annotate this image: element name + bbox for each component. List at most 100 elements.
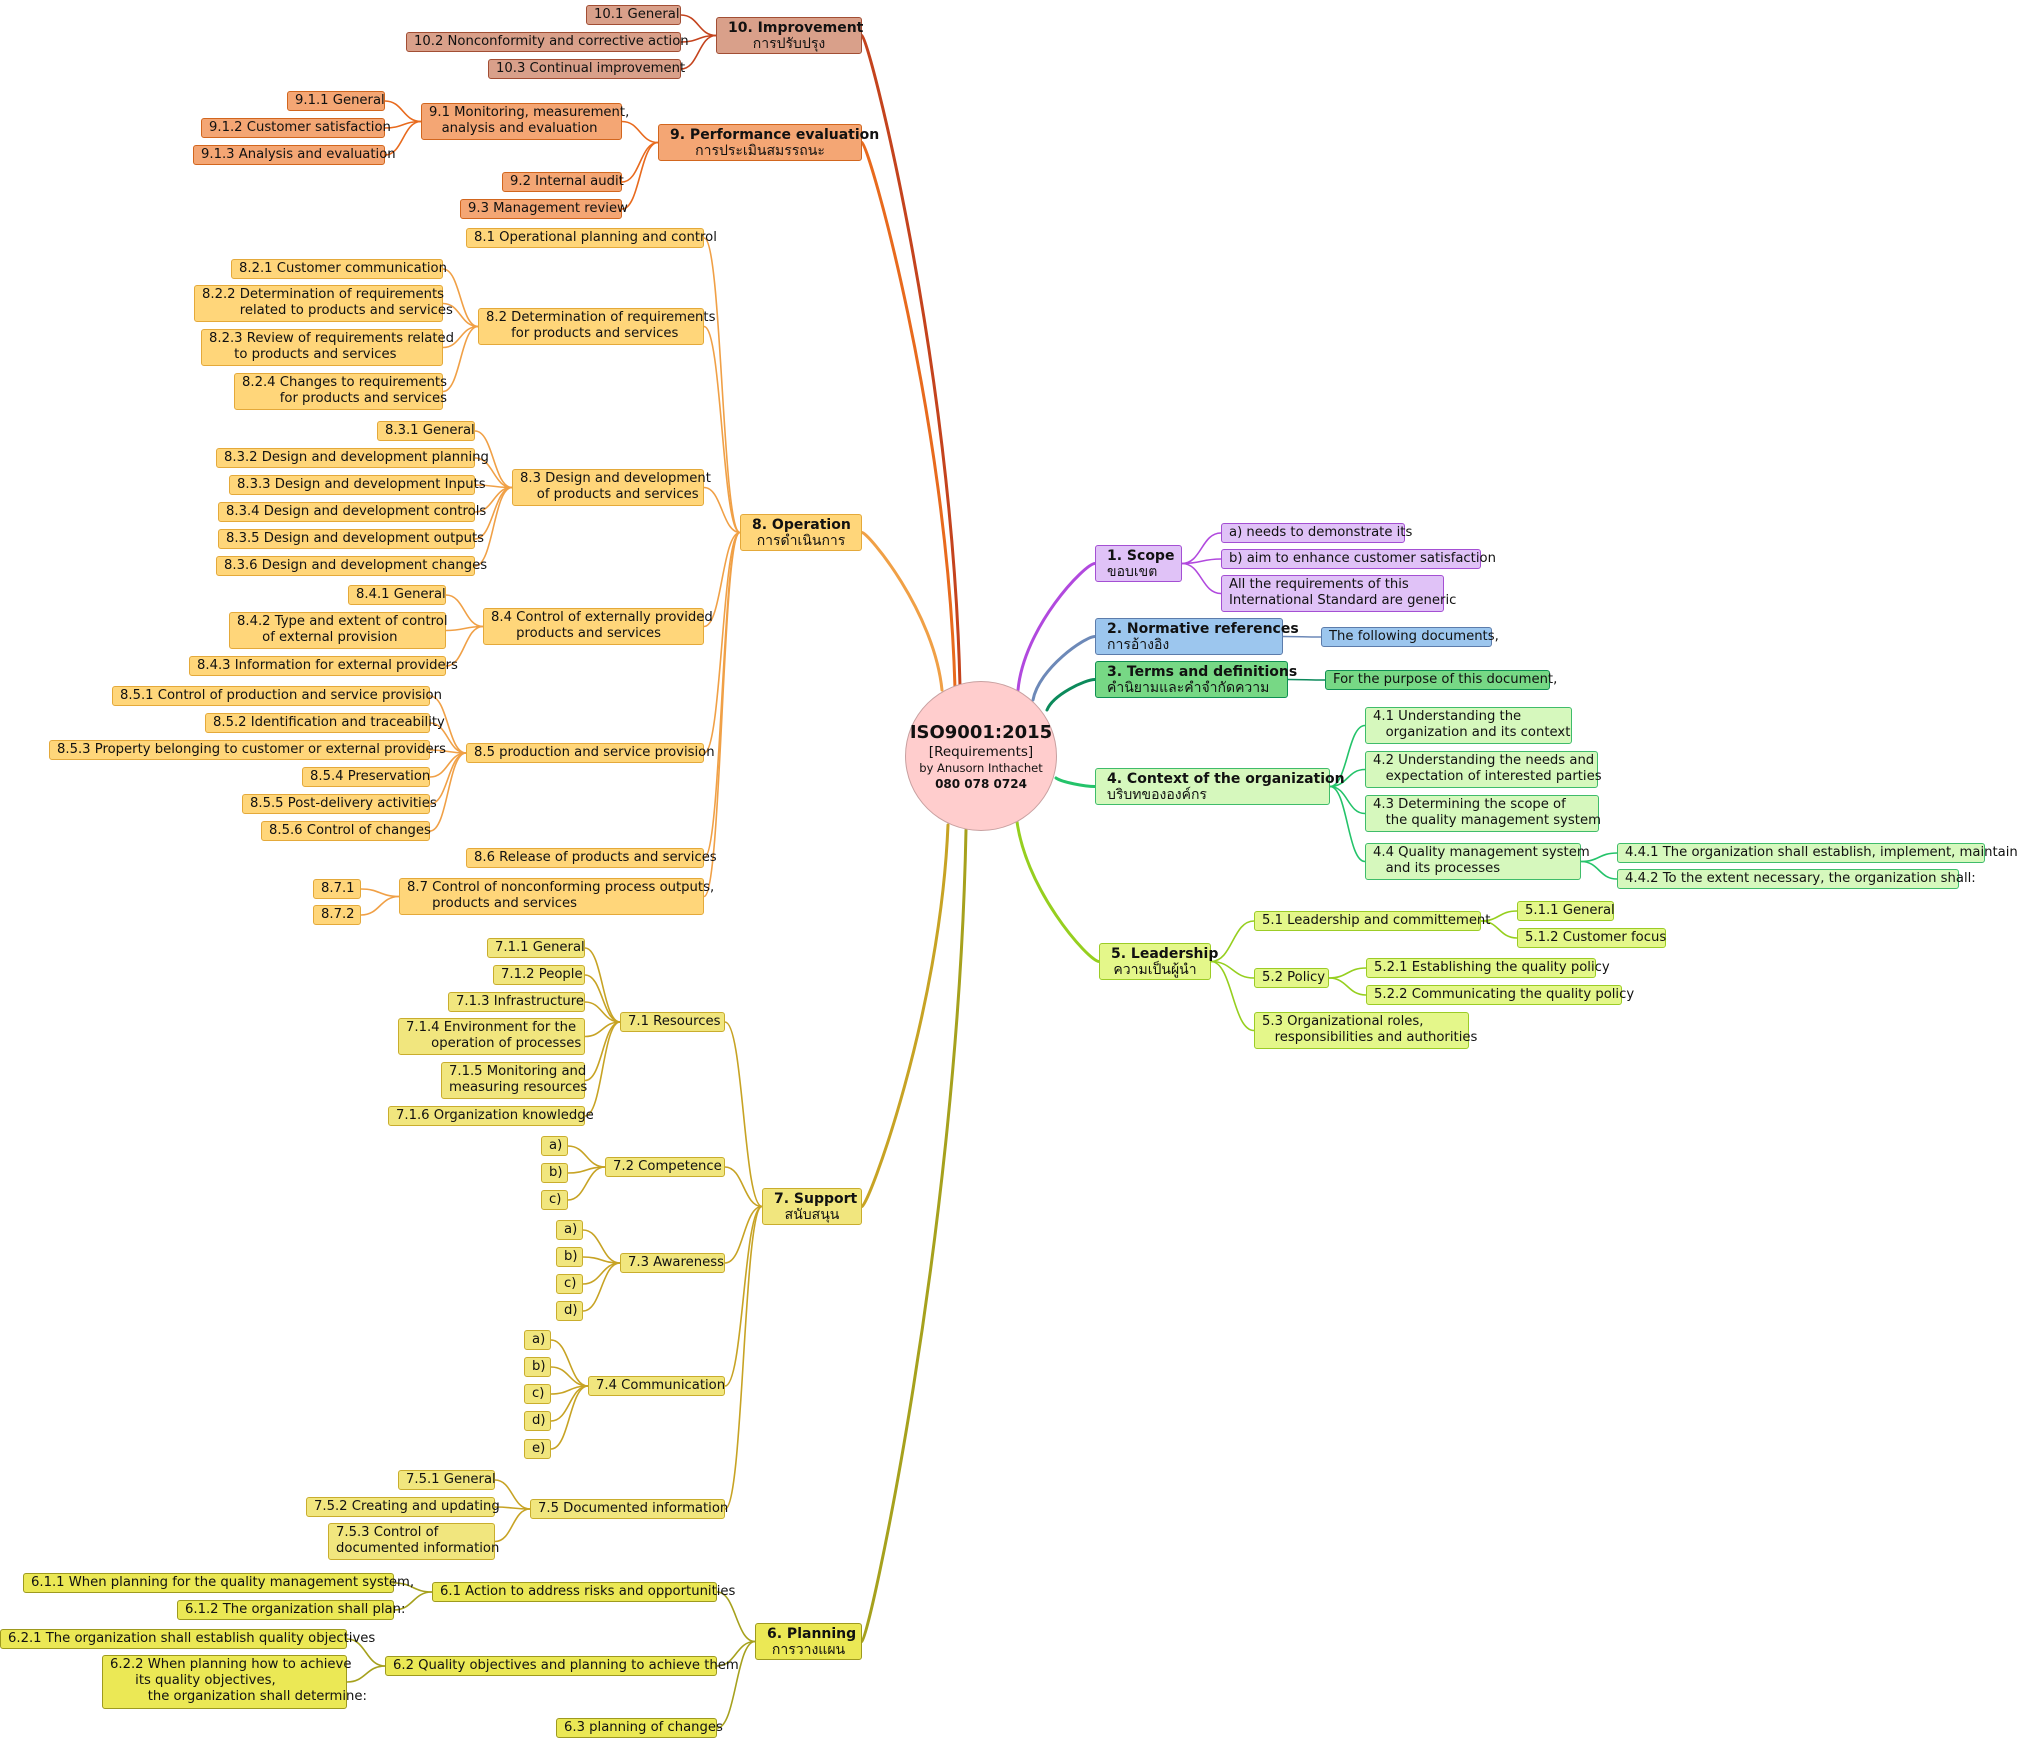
node-7-5-3[interactable]: 7.5.3 Control of documented information (328, 1523, 499, 1560)
node-7-5[interactable]: 7.5 Documented information (530, 1499, 728, 1519)
node-7-4-d[interactable]: d) (524, 1411, 551, 1431)
node-8-6[interactable]: 8.6 Release of products and services (466, 848, 717, 868)
node-8-7[interactable]: 8.7 Control of nonconforming process out… (399, 878, 714, 915)
node-8-5-3[interactable]: 8.5.3 Property belonging to customer or … (49, 740, 446, 760)
node-8-5-2[interactable]: 8.5.2 Identification and traceability (205, 713, 445, 733)
node-7-3-c[interactable]: c) (556, 1274, 583, 1294)
node-8-3-4[interactable]: 8.3.4 Design and development controls (218, 502, 486, 522)
node-8-4-1[interactable]: 8.4.1 General (348, 585, 446, 605)
node-4-1[interactable]: 4.1 Understanding the organization and i… (1365, 707, 1572, 744)
node-1-1[interactable]: a) needs to demonstrate its (1221, 523, 1412, 543)
node-5-1[interactable]: 5.1 Leadership and committement (1254, 911, 1490, 931)
node-6-1-2[interactable]: 6.1.2 The organization shall plan: (177, 1600, 405, 1620)
node-7-4[interactable]: 7.4 Communication (588, 1376, 725, 1396)
node-8-3-6[interactable]: 8.3.6 Design and development changes (216, 556, 487, 576)
node-9-3[interactable]: 9.3 Management review (460, 199, 628, 219)
node-8-3-5[interactable]: 8.3.5 Design and development outputs (218, 529, 484, 549)
node-8-3[interactable]: 8.3 Design and development of products a… (512, 469, 711, 506)
node-8-5[interactable]: 8.5 production and service provision (466, 743, 715, 763)
node-6-1-1[interactable]: 6.1.1 When planning for the quality mana… (23, 1573, 414, 1593)
node-7-3[interactable]: 7.3 Awareness (620, 1253, 725, 1273)
node-7-4-c[interactable]: c) (524, 1384, 551, 1404)
node-8-4[interactable]: 8.4 Control of externally provided produ… (483, 608, 713, 645)
node-8-3-2[interactable]: 8.3.2 Design and development planning (216, 448, 489, 468)
node-9-2[interactable]: 9.2 Internal audit (502, 172, 624, 192)
node-7-5-2[interactable]: 7.5.2 Creating and updating (306, 1497, 500, 1517)
node-7-2-b[interactable]: b) (541, 1163, 568, 1183)
node-8-3-1[interactable]: 8.3.1 General (377, 421, 475, 441)
node-8-2[interactable]: 8.2 Determination of requirements for pr… (478, 308, 715, 345)
node-6-2[interactable]: 6.2 Quality objectives and planning to a… (385, 1656, 739, 1676)
node-7-2-c[interactable]: c) (541, 1190, 568, 1210)
node-5-2-1[interactable]: 5.2.1 Establishing the quality policy (1366, 958, 1610, 978)
node-1-3[interactable]: All the requirements of this Internation… (1221, 575, 1456, 612)
node-6-1[interactable]: 6.1 Action to address risks and opportun… (432, 1582, 735, 1602)
node-9-1-1[interactable]: 9.1.1 General (287, 91, 385, 111)
node-9-1-3[interactable]: 9.1.3 Analysis and evaluation (193, 145, 396, 165)
node-6-2-2[interactable]: 6.2.2 When planning how to achieve its q… (102, 1655, 367, 1709)
node-7-1-2[interactable]: 7.1.2 People (493, 965, 585, 985)
central-topic[interactable]: ISO9001:2015 [Requirements] by Anusorn I… (905, 681, 1057, 831)
node-10-3[interactable]: 10.3 Continual improvement (488, 59, 685, 79)
node-8-4-2[interactable]: 8.4.2 Type and extent of control of exte… (229, 612, 448, 649)
node-5-2-2[interactable]: 5.2.2 Communicating the quality policy (1366, 985, 1634, 1005)
node-8-5-1[interactable]: 8.5.1 Control of production and service … (112, 686, 442, 706)
node-4-2[interactable]: 4.2 Understanding the needs and expectat… (1365, 751, 1602, 788)
node-8-3-3[interactable]: 8.3.3 Design and development Inputs (229, 475, 486, 495)
node-7-1-3[interactable]: 7.1.3 Infrastructure (448, 992, 585, 1012)
node-4-4-2[interactable]: 4.4.2 To the extent necessary, the organ… (1617, 869, 1976, 889)
node-7-3-a[interactable]: a) (556, 1220, 583, 1240)
node-5-1-1[interactable]: 5.1.1 General (1517, 901, 1615, 921)
node-7-3-d[interactable]: d) (556, 1301, 583, 1321)
node-8-4-3[interactable]: 8.4.3 Information for external providers (189, 656, 458, 676)
node-8-2-2[interactable]: 8.2.2 Determination of requirements rela… (194, 285, 453, 322)
node-5-1-2[interactable]: 5.1.2 Customer focus (1517, 928, 1666, 948)
node-10-2[interactable]: 10.2 Nonconformity and corrective action (406, 32, 689, 52)
node-5-3[interactable]: 5.3 Organizational roles, responsibiliti… (1254, 1012, 1477, 1049)
node-7-1-1[interactable]: 7.1.1 General (487, 938, 585, 958)
node-4-4-1[interactable]: 4.4.1 The organization shall establish, … (1617, 843, 2018, 863)
node-8-5-6[interactable]: 8.5.6 Control of changes (261, 821, 431, 841)
node-label: 7.4 Communication (596, 1378, 726, 1393)
node-7-3-b[interactable]: b) (556, 1247, 583, 1267)
node-8-5-4[interactable]: 8.5.4 Preservation (302, 767, 430, 787)
node-7-4-b[interactable]: b) (524, 1357, 551, 1377)
node-5-2[interactable]: 5.2 Policy (1254, 968, 1329, 988)
node-7-4-a[interactable]: a) (524, 1330, 551, 1350)
node-7-2[interactable]: 7.2 Competence (605, 1157, 725, 1177)
node-8-1[interactable]: 8.1 Operational planning and control (466, 228, 717, 248)
node-7-1-6[interactable]: 7.1.6 Organization knowledge (388, 1106, 594, 1126)
node-8-7-1[interactable]: 8.7.1 (313, 879, 361, 899)
node-8-2-4[interactable]: 8.2.4 Changes to requirements for produc… (234, 373, 447, 410)
node-8-2-3[interactable]: 8.2.3 Review of requirements related to … (201, 329, 454, 366)
node-9-1-2[interactable]: 9.1.2 Customer satisfaction (201, 118, 391, 138)
node-6-3[interactable]: 6.3 planning of changes (556, 1718, 723, 1738)
node-9-1[interactable]: 9.1 Monitoring, measurement, analysis an… (421, 103, 629, 140)
node-8-7-2[interactable]: 8.7.2 (313, 905, 361, 925)
node-4-4[interactable]: 4.4 Quality management system and its pr… (1365, 843, 1590, 880)
node-7-1[interactable]: 7.1 Resources (620, 1012, 725, 1032)
node-1-2[interactable]: b) aim to enhance customer satisfaction (1221, 549, 1496, 569)
node-8-2-1[interactable]: 8.2.1 Customer communication (231, 259, 447, 279)
node-6-2-1[interactable]: 6.2.1 The organization shall establish q… (0, 1629, 375, 1649)
node-2-1[interactable]: The following documents, (1321, 627, 1499, 647)
node-7-4-e[interactable]: e) (524, 1439, 551, 1459)
node-4-3[interactable]: 4.3 Determining the scope of the quality… (1365, 795, 1601, 832)
node-7-5-1[interactable]: 7.5.1 General (398, 1470, 496, 1490)
node-7-2-a[interactable]: a) (541, 1136, 568, 1156)
node-7-1-5[interactable]: 7.1.5 Monitoring and measuring resources (441, 1062, 587, 1099)
node-7-1-4[interactable]: 7.1.4 Environment for the operation of p… (398, 1018, 585, 1055)
node-8-5-5[interactable]: 8.5.5 Post-delivery activities (242, 794, 437, 814)
node-10-1[interactable]: 10.1 General (586, 5, 681, 25)
node-3-1[interactable]: For the purpose of this document, (1325, 670, 1557, 690)
